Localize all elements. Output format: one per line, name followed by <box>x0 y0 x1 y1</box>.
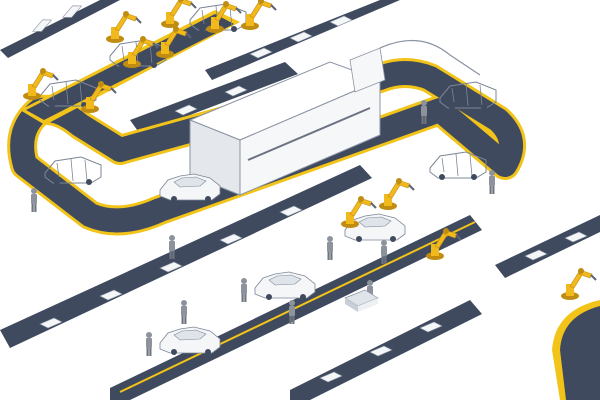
worker-icon <box>146 332 152 356</box>
main-loop-conveyor <box>7 58 527 236</box>
car-body-icon <box>429 151 487 181</box>
robot-arm-icon <box>240 0 277 31</box>
car-body-icon <box>159 326 221 356</box>
belt-right-strip <box>495 215 600 278</box>
robot-arm-icon <box>105 10 142 44</box>
worker-icon <box>31 188 37 212</box>
parts-pallet <box>344 289 379 312</box>
worker-icon <box>181 300 187 324</box>
worker-icon <box>327 236 333 260</box>
belt-top-left <box>0 0 120 58</box>
belt-lower-left <box>0 165 372 348</box>
worker-icon <box>489 170 495 194</box>
belt-upper-right <box>205 0 400 80</box>
car-body-icon <box>254 271 316 301</box>
belt-bottom <box>290 300 482 400</box>
worker-icon <box>241 278 247 302</box>
belt-middle-strip <box>130 62 298 134</box>
belt-corner-right <box>552 300 600 400</box>
belt-lower-center <box>110 215 482 400</box>
robot-arm-icon <box>378 177 415 211</box>
robot-arm-icon <box>560 267 597 301</box>
